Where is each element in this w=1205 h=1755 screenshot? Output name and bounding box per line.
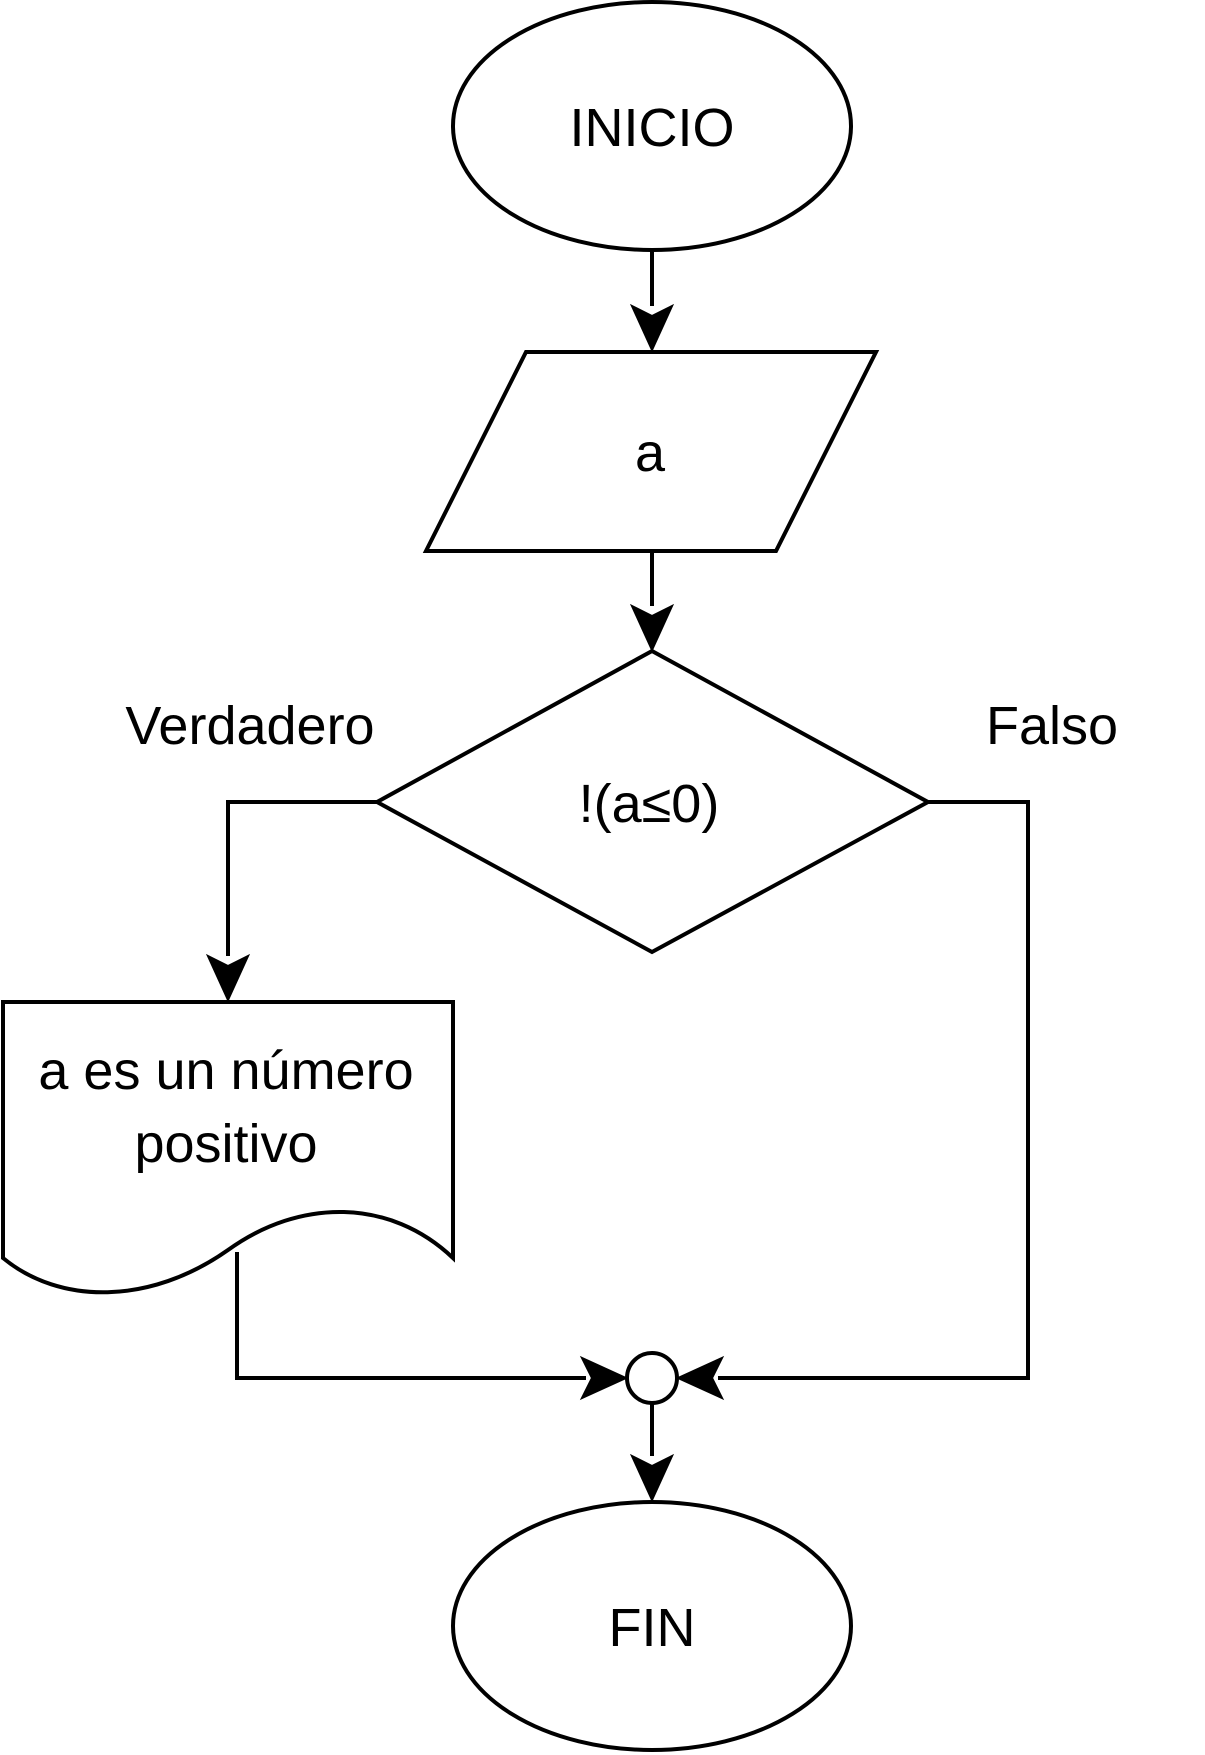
end-terminator	[451, 1500, 853, 1752]
decision-label: !(a≤0)	[579, 774, 720, 834]
arrowhead-false-branch	[675, 1355, 725, 1401]
true-branch-label: Verdadero	[125, 696, 374, 756]
false-branch-label: Falso	[986, 696, 1118, 756]
arrowhead-start-to-input	[629, 303, 675, 353]
edge-true-branch	[226, 800, 377, 956]
output-document	[1, 1000, 455, 1295]
input-label: a	[635, 423, 666, 483]
arrowhead-input-to-decision	[629, 603, 675, 653]
edge-false-branch	[718, 800, 1030, 1380]
arrowhead-output-to-merge	[579, 1355, 629, 1401]
decision-diamond	[372, 648, 933, 955]
end-label: FIN	[609, 1598, 696, 1658]
arrowhead-true-branch	[205, 953, 251, 1003]
start-label: INICIO	[569, 98, 734, 158]
edge-output-to-merge	[235, 1252, 586, 1380]
input-parallelogram	[422, 350, 880, 553]
arrowhead-merge-to-end	[629, 1453, 675, 1503]
merge-connector	[625, 1351, 679, 1405]
output-label-line2: positivo	[134, 1114, 317, 1174]
output-label-line1: a es un número	[38, 1041, 413, 1101]
